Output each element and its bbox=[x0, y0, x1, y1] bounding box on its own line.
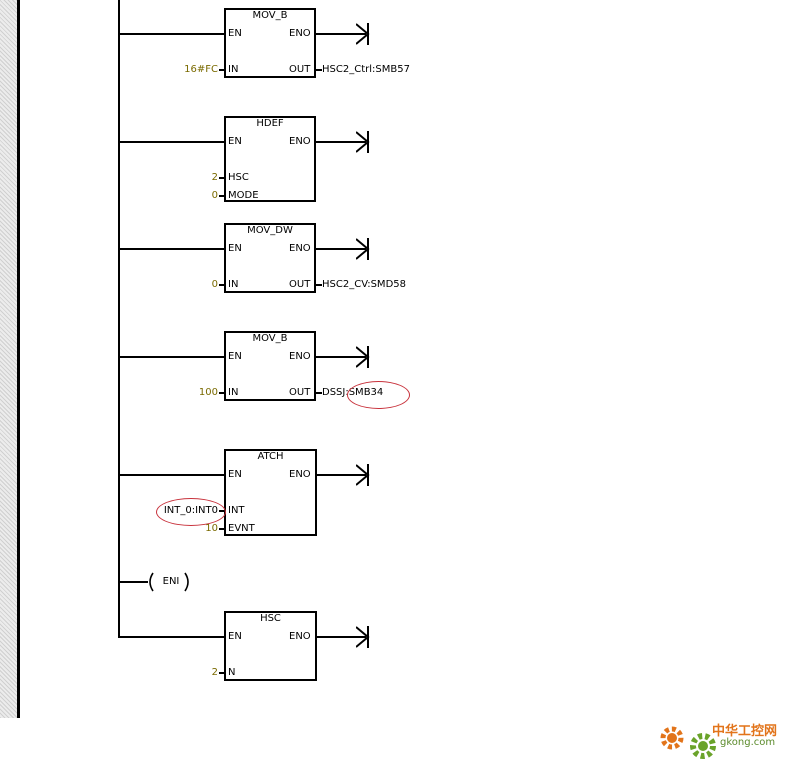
in-operand[interactable]: 100 bbox=[198, 387, 218, 398]
block-title: MOV_DW bbox=[247, 225, 293, 236]
pin-stub bbox=[316, 392, 322, 394]
eno-label: ENO bbox=[289, 469, 311, 480]
eni-coil-label: ENI bbox=[162, 576, 180, 587]
mode-operand[interactable]: 0 bbox=[211, 190, 218, 201]
block-title: ATCH bbox=[257, 451, 284, 462]
eno-arrow-icon bbox=[356, 626, 370, 648]
pin-stub bbox=[219, 392, 225, 394]
watermark-chinese: 中华工控网 bbox=[712, 724, 778, 739]
hdef-block[interactable] bbox=[224, 116, 316, 202]
eno-wire bbox=[317, 636, 366, 638]
pin-stub bbox=[219, 195, 225, 197]
hsc-block[interactable] bbox=[224, 611, 317, 681]
pin-stub bbox=[219, 177, 225, 179]
enable-wire bbox=[118, 581, 148, 583]
en-label: EN bbox=[228, 28, 242, 39]
block-title: MOV_B bbox=[252, 333, 288, 344]
eno-arrow-icon bbox=[356, 346, 370, 368]
mov-b-block[interactable] bbox=[224, 331, 316, 401]
block-title: HDEF bbox=[256, 118, 284, 129]
n-pin-label: N bbox=[228, 667, 236, 678]
eno-label: ENO bbox=[289, 28, 311, 39]
pin-stub bbox=[316, 69, 322, 71]
n-operand[interactable]: 2 bbox=[211, 667, 218, 678]
eno-wire bbox=[317, 474, 366, 476]
in-operand[interactable]: 16#FC bbox=[184, 64, 218, 75]
mode-pin-label: MODE bbox=[228, 190, 259, 201]
hsc-pin-label: HSC bbox=[228, 172, 249, 183]
atch-block[interactable] bbox=[224, 449, 317, 536]
highlight-ellipse bbox=[347, 381, 410, 409]
eno-label: ENO bbox=[289, 631, 311, 642]
eno-arrow-icon bbox=[356, 131, 370, 153]
en-label: EN bbox=[228, 631, 242, 642]
int-pin-label: INT bbox=[228, 505, 245, 516]
pin-stub bbox=[219, 284, 225, 286]
enable-wire bbox=[118, 356, 226, 358]
gkong-logo-icon bbox=[660, 726, 716, 759]
eno-wire bbox=[316, 248, 366, 250]
highlight-ellipse bbox=[156, 498, 226, 526]
pin-stub bbox=[219, 672, 225, 674]
hsc-operand[interactable]: 2 bbox=[211, 172, 218, 183]
coil-parens-icon[interactable] bbox=[145, 571, 193, 593]
in-pin-label: IN bbox=[228, 279, 239, 290]
pin-stub bbox=[219, 69, 225, 71]
eno-arrow-icon bbox=[356, 23, 370, 45]
en-label: EN bbox=[228, 351, 242, 362]
in-operand[interactable]: 0 bbox=[211, 279, 218, 290]
evnt-pin-label: EVNT bbox=[228, 523, 255, 534]
mov-b-block[interactable] bbox=[224, 8, 316, 78]
enable-wire bbox=[118, 636, 226, 638]
eno-label: ENO bbox=[289, 351, 311, 362]
enable-wire bbox=[118, 474, 226, 476]
enable-wire bbox=[118, 141, 226, 143]
enable-wire bbox=[118, 248, 226, 250]
pin-stub bbox=[219, 528, 225, 530]
eno-arrow-icon bbox=[356, 238, 370, 260]
pin-stub bbox=[316, 284, 322, 286]
watermark-url: gkong.com bbox=[720, 737, 776, 748]
eno-label: ENO bbox=[289, 243, 311, 254]
block-title: MOV_B bbox=[252, 10, 288, 21]
out-pin-label: OUT bbox=[289, 64, 311, 75]
en-label: EN bbox=[228, 469, 242, 480]
out-pin-label: OUT bbox=[289, 387, 311, 398]
enable-wire bbox=[118, 33, 226, 35]
evnt-operand[interactable]: 10 bbox=[205, 523, 218, 534]
left-power-rail bbox=[17, 0, 20, 718]
out-operand[interactable]: HSC2_CV:SMD58 bbox=[322, 279, 406, 290]
rung-bus bbox=[118, 0, 120, 637]
block-title: HSC bbox=[260, 613, 281, 624]
out-operand[interactable]: HSC2_Ctrl:SMB57 bbox=[322, 64, 410, 75]
eno-arrow-icon bbox=[356, 464, 370, 486]
out-pin-label: OUT bbox=[289, 279, 311, 290]
en-label: EN bbox=[228, 243, 242, 254]
eno-wire bbox=[316, 141, 366, 143]
in-pin-label: IN bbox=[228, 387, 239, 398]
eno-label: ENO bbox=[289, 136, 311, 147]
mov-dw-block[interactable] bbox=[224, 223, 316, 293]
eno-wire bbox=[316, 356, 366, 358]
eno-wire bbox=[316, 33, 366, 35]
en-label: EN bbox=[228, 136, 242, 147]
editor-margin bbox=[0, 0, 17, 718]
in-pin-label: IN bbox=[228, 64, 239, 75]
